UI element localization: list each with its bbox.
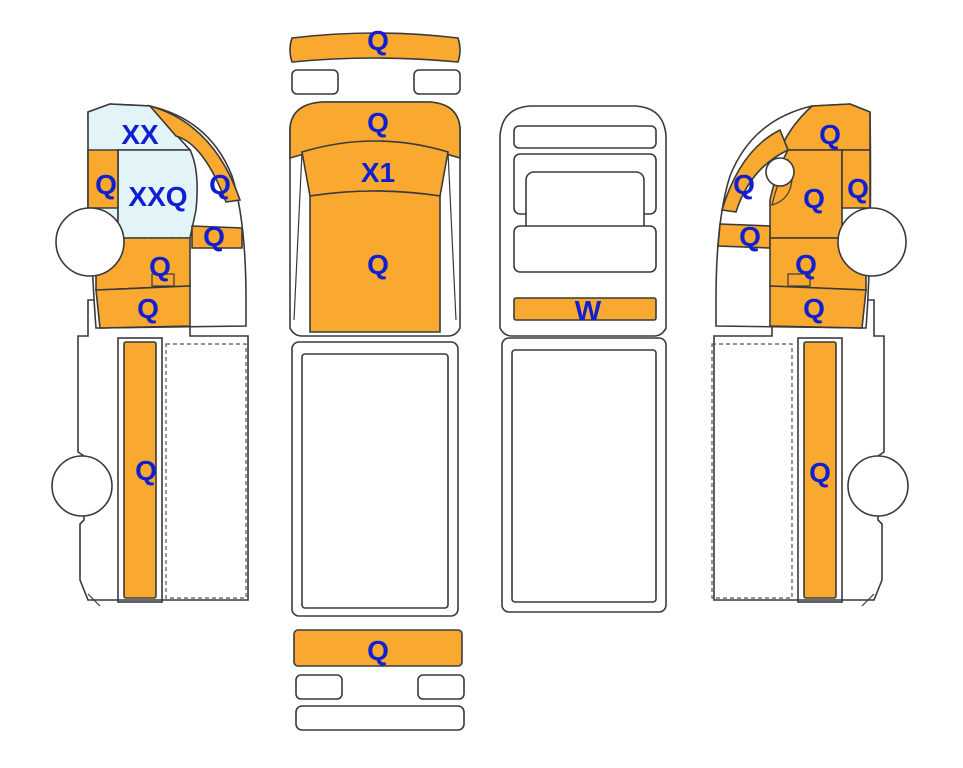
label-right-roof-edge: Q (819, 119, 841, 150)
right-door-lower-panel[interactable] (769, 285, 867, 329)
label-left-bed-side: Q (135, 455, 157, 486)
left-door-lower-panel[interactable] (95, 285, 191, 329)
label-front-hood: Q (367, 107, 389, 138)
left-taillight[interactable] (295, 674, 343, 700)
label-right-pillar: Q (847, 173, 869, 204)
label-rear-bumper: Q (367, 635, 389, 666)
left-rear-wheel[interactable] (51, 455, 113, 517)
label-left-pillar: Q (95, 169, 117, 200)
right-chassis-outline (713, 299, 885, 601)
left-pillar-panel[interactable] (87, 149, 119, 209)
left-front-wheel[interactable] (55, 207, 125, 277)
label-front-bumper: Q (367, 25, 389, 56)
left-side-view (51, 103, 249, 607)
label-windshield: X1 (361, 157, 395, 188)
rear-view (499, 105, 667, 613)
right-side-view (711, 103, 909, 607)
left-headlight[interactable] (291, 69, 339, 95)
roof-panel[interactable] (309, 190, 441, 333)
label-left-mirror: Q (203, 221, 225, 252)
left-mirror-panel[interactable] (191, 225, 243, 249)
rear-bumper-panel[interactable] (293, 629, 463, 667)
rear-top-panel[interactable] (513, 297, 657, 321)
label-right-door-upper: Q (795, 249, 817, 280)
right-bed-side-panel[interactable] (803, 341, 837, 599)
label-right-bed-side: Q (809, 457, 831, 488)
left-roof-edge-panel[interactable] (147, 104, 242, 203)
rear-step-bumper[interactable] (295, 705, 465, 731)
label-right-door-lower: Q (803, 293, 825, 324)
label-right-window-edge: Q (739, 221, 761, 252)
left-chassis-outline (77, 299, 249, 601)
label-left-door-lower: Q (137, 293, 159, 324)
left-bed-side-panel[interactable] (123, 341, 157, 599)
label-left-window-lower: XXQ (128, 181, 187, 212)
damage-labels: Q Q X1 Q W Q XX XXQ Q Q Q Q Q Q Q Q Q Q … (95, 25, 869, 666)
label-left-window-upper: XX (121, 119, 159, 150)
right-front-wheel[interactable] (837, 207, 907, 277)
label-roof: Q (367, 249, 389, 280)
label-right-cab-panel: Q (803, 183, 825, 214)
label-left-roof-edge: Q (209, 169, 231, 200)
right-rear-wheel[interactable] (847, 455, 909, 517)
label-right-mirror: Q (733, 169, 755, 200)
right-taillight[interactable] (417, 674, 465, 700)
top-view (289, 32, 465, 731)
right-headlight[interactable] (413, 69, 461, 95)
front-bumper-panel[interactable] (289, 32, 461, 63)
label-rear-top-panel: W (575, 295, 602, 326)
right-roof-edge-panel[interactable] (778, 103, 871, 151)
label-left-door-upper: Q (149, 251, 171, 282)
